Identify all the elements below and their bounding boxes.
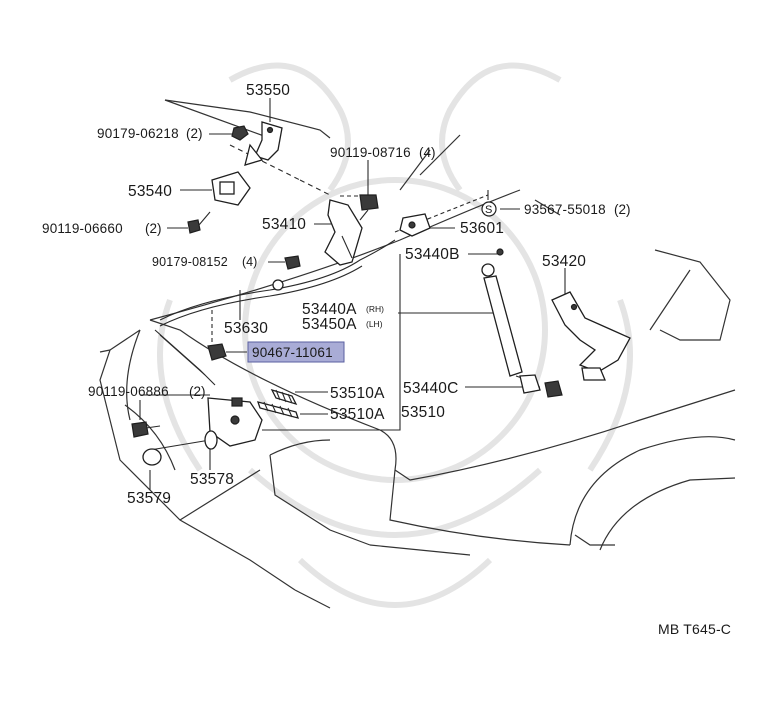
s-mark-text: S — [485, 204, 492, 216]
car-body-outline — [99, 99, 736, 609]
label-90179-08152[interactable]: 90179-08152 — [152, 255, 228, 269]
part-53440C-clip[interactable] — [544, 380, 563, 398]
part-90119-06886-bolt[interactable] — [131, 421, 161, 438]
label-90179-06218[interactable]: 90179-06218 — [97, 126, 179, 141]
label-93567-55018[interactable]: 93567-55018 — [524, 202, 606, 217]
qty-90179-06218: (2) — [186, 126, 203, 141]
label-53579[interactable]: 53579 — [127, 490, 171, 507]
release-cable — [154, 239, 396, 386]
part-53540-bracket[interactable] — [211, 171, 251, 206]
label-53450A[interactable]: 53450A — [302, 316, 357, 333]
label-90119-06660[interactable]: 90119-06660 — [42, 221, 123, 236]
qty-90119-06660: (2) — [145, 221, 162, 236]
label-53440B[interactable]: 53440B — [405, 246, 460, 263]
part-53579-cushion[interactable] — [142, 448, 162, 466]
label-53601[interactable]: 53601 — [460, 220, 504, 237]
label-53440C[interactable]: 53440C — [403, 380, 459, 397]
part-53578-cushion[interactable] — [204, 430, 218, 450]
label-53410[interactable]: 53410 — [262, 216, 306, 233]
label-53510A-upper[interactable]: 53510A — [330, 385, 385, 402]
label-90467-11061[interactable]: 90467-11061 — [252, 345, 333, 360]
part-53420-hinge[interactable] — [551, 291, 631, 381]
part-53510A-spring-lower[interactable] — [257, 401, 299, 419]
label-53440A[interactable]: 53440A — [302, 301, 357, 318]
part-53440-support-rod[interactable] — [481, 248, 541, 394]
part-90179-08152-nut[interactable] — [284, 255, 301, 270]
label-53510[interactable]: 53510 — [401, 404, 445, 421]
part-53601-stopper[interactable] — [399, 213, 431, 237]
part-53550-hinge[interactable] — [244, 121, 283, 166]
s-mark-symbol: S — [481, 201, 497, 217]
watermark-emblem — [157, 62, 633, 608]
label-53578[interactable]: 53578 — [190, 471, 234, 488]
highlight-90467-11061[interactable]: 90467-11061 — [247, 341, 345, 363]
part-53410-hinge[interactable] — [324, 199, 363, 266]
label-53510A-lower[interactable]: 53510A — [330, 406, 385, 423]
label-53630[interactable]: 53630 — [224, 320, 268, 337]
qty-90119-06886: (2) — [189, 384, 206, 399]
part-53510A-spring-upper[interactable] — [270, 388, 298, 406]
label-53550[interactable]: 53550 — [246, 82, 290, 99]
part-90119-06660-bolt[interactable] — [187, 211, 211, 234]
label-53420[interactable]: 53420 — [542, 253, 586, 270]
side-53440A: (RH) — [366, 304, 384, 314]
side-53450A: (LH) — [366, 319, 383, 329]
part-90467-11061-clip[interactable] — [207, 343, 227, 361]
qty-93567-55018: (2) — [614, 202, 631, 217]
qty-90179-08152: (4) — [242, 255, 257, 269]
label-53540[interactable]: 53540 — [128, 183, 172, 200]
label-90119-08716[interactable]: 90119-08716 — [330, 145, 411, 160]
qty-90119-08716: (4) — [419, 145, 436, 160]
part-90119-08716-bolt[interactable] — [359, 194, 379, 221]
diagram-code: MB T645-C — [658, 621, 731, 637]
part-90179-06218-nut[interactable] — [231, 125, 249, 141]
part-53630-cable[interactable] — [272, 279, 284, 291]
label-90119-06886[interactable]: 90119-06886 — [88, 384, 169, 399]
